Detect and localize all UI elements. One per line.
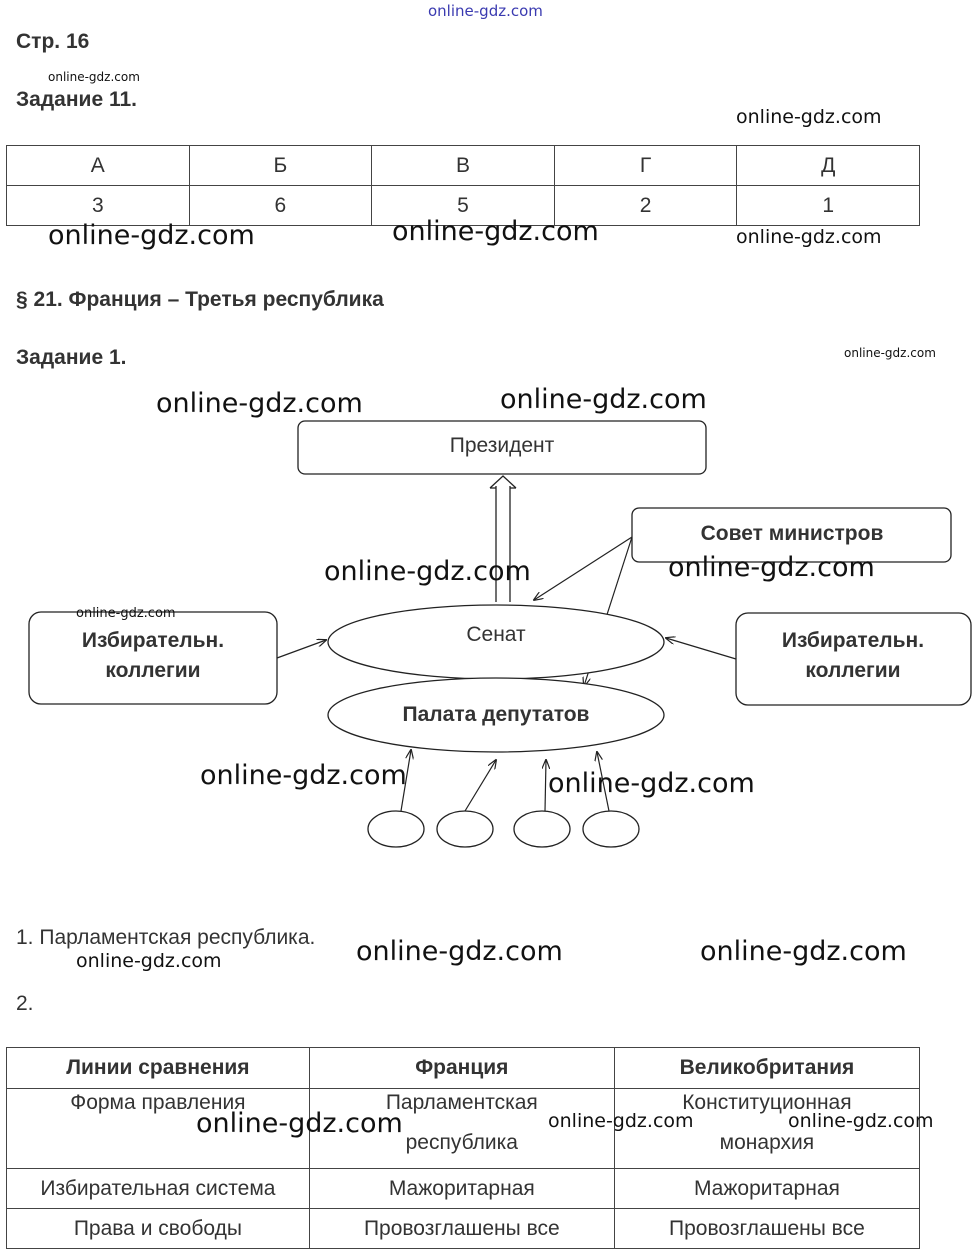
- table-row: Избирательная система Мажоритарная Мажор…: [6, 1168, 921, 1209]
- watermark: online-gdz.com: [392, 216, 599, 247]
- watermark: online-gdz.com: [700, 936, 907, 967]
- watermark: online-gdz.com: [48, 70, 140, 84]
- table-cell: Провозглашены все: [613, 1208, 921, 1249]
- colleges-left-arrow: [276, 640, 326, 659]
- voter-arrow: [545, 760, 546, 812]
- table-cell: Парламентская республика: [308, 1088, 615, 1169]
- comparison-header-cell: Великобритания: [613, 1047, 921, 1089]
- colleges-right-arrow: [666, 638, 737, 660]
- watermark: online-gdz.com: [548, 768, 755, 799]
- cell-text: Парламентская республика: [385, 1091, 538, 1154]
- watermark: online-gdz.com: [324, 556, 531, 587]
- task11-header-cell: Д: [736, 145, 920, 186]
- answer-2: 2.: [16, 992, 34, 1015]
- watermark: online-gdz.com: [196, 1108, 403, 1139]
- council-box: [631, 507, 952, 563]
- colleges-right-line2: коллегии: [805, 659, 900, 682]
- president-label: Президент: [450, 434, 555, 457]
- colleges-left-line1: Избирательн.: [82, 629, 224, 652]
- section-title: § 21. Франция – Третья республика: [16, 288, 384, 311]
- task11-header-cell: Б: [188, 145, 373, 186]
- page-label: Стр. 16: [16, 30, 90, 53]
- voter-circle: [582, 810, 640, 848]
- government-diagram: Президент Совет министров Избирательн. к…: [28, 420, 972, 848]
- cell-text: Конституционная монархия: [682, 1091, 852, 1154]
- task11-value-cell: 3: [6, 185, 190, 226]
- watermark-top: online-gdz.com: [428, 2, 543, 20]
- task11-value-cell: 5: [371, 185, 555, 226]
- colleges-right-line1: Избирательн.: [782, 629, 924, 652]
- president-box: [297, 420, 707, 475]
- table-cell: Мажоритарная: [308, 1168, 615, 1209]
- watermark: online-gdz.com: [844, 346, 936, 360]
- senate-to-president-arrow: [489, 475, 517, 602]
- answer-1: 1. Парламентская республика.: [16, 926, 316, 949]
- comparison-header-row: Линии сравнения Франция Великобритания: [6, 1047, 921, 1089]
- watermark: online-gdz.com: [788, 1110, 934, 1132]
- task11-header-cell: А: [6, 145, 190, 186]
- task11-header-cell: В: [371, 145, 555, 186]
- task11-title: Задание 11.: [16, 88, 137, 111]
- watermark: online-gdz.com: [48, 220, 255, 251]
- table-cell: Провозглашены все: [308, 1208, 615, 1249]
- table-row: Форма правления Парламентская республика…: [6, 1088, 921, 1169]
- voter-arrow: [597, 752, 610, 812]
- colleges-left-line2: коллегии: [105, 659, 200, 682]
- voter-circle: [513, 810, 571, 848]
- comparison-header-cell: Линии сравнения: [6, 1047, 310, 1089]
- table-cell: Права и свободы: [6, 1208, 310, 1249]
- watermark: online-gdz.com: [200, 760, 407, 791]
- watermark: online-gdz.com: [76, 606, 176, 621]
- comparison-table: Линии сравнения Франция Великобритания Ф…: [6, 1047, 921, 1249]
- voter-arrow: [400, 750, 411, 812]
- voter-circle: [367, 810, 425, 848]
- task11-value-cell: 2: [553, 185, 738, 226]
- council-to-senate-arrow: [534, 536, 633, 600]
- table-cell: Избирательная система: [6, 1168, 310, 1209]
- watermark: online-gdz.com: [156, 388, 363, 419]
- watermark: online-gdz.com: [76, 950, 222, 972]
- electoral-colleges-left: [28, 611, 278, 705]
- table-cell: Конституционная монархия: [613, 1088, 921, 1169]
- task11-table: А Б В Г Д 3 6 5 2 1: [6, 145, 920, 226]
- watermark: online-gdz.com: [736, 226, 882, 248]
- council-label: Совет министров: [701, 522, 884, 545]
- watermark: online-gdz.com: [668, 552, 875, 583]
- task11-header-cell: Г: [553, 145, 738, 186]
- task11-value-cell: 1: [736, 185, 920, 226]
- watermark: online-gdz.com: [356, 936, 563, 967]
- task1-title: Задание 1.: [16, 346, 127, 369]
- table-cell: Форма правления: [6, 1088, 310, 1169]
- chamber-ellipse: [327, 677, 665, 753]
- table-cell: Мажоритарная: [613, 1168, 921, 1209]
- table-row: Права и свободы Провозглашены все Провоз…: [6, 1208, 921, 1249]
- watermark: online-gdz.com: [548, 1110, 694, 1132]
- task11-value-row: 3 6 5 2 1: [6, 185, 920, 226]
- comparison-header-cell: Франция: [308, 1047, 615, 1089]
- voter-arrow: [464, 760, 496, 812]
- senate-label: Сенат: [466, 623, 526, 646]
- voter-circle: [436, 810, 494, 848]
- chamber-label: Палата депутатов: [403, 703, 590, 726]
- watermark: online-gdz.com: [736, 106, 882, 128]
- watermark: online-gdz.com: [500, 384, 707, 415]
- task11-header-row: А Б В Г Д: [6, 145, 920, 186]
